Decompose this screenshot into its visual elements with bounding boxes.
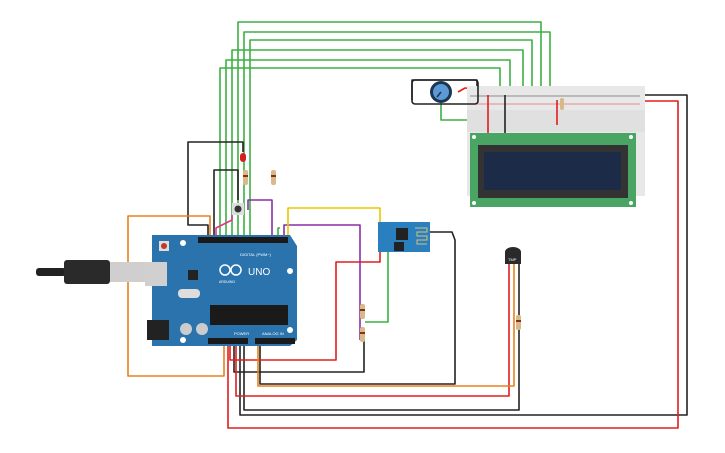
- wire-red[interactable]: [229, 247, 381, 361]
- resistor[interactable]: [243, 170, 248, 185]
- lcd-16x2-display[interactable]: [470, 133, 636, 207]
- resistor[interactable]: [360, 327, 365, 342]
- power-header: [208, 338, 248, 344]
- lcd-screen: [484, 152, 621, 190]
- wire-pink[interactable]: [215, 215, 233, 240]
- wire-red[interactable]: [235, 262, 510, 397]
- resistor[interactable]: [360, 304, 365, 319]
- led-red[interactable]: [240, 153, 246, 162]
- wire-green[interactable]: [231, 49, 524, 240]
- arduino-brand: ARDUINO: [219, 280, 235, 284]
- digital-label: DIGITAL (PWM~): [240, 252, 272, 257]
- resistor[interactable]: [271, 170, 276, 185]
- analog-label: ANALOG IN: [262, 331, 284, 336]
- wire-orange[interactable]: [257, 262, 515, 387]
- digital-header: [198, 237, 288, 243]
- uno-label: UNO: [248, 267, 270, 278]
- wire-green[interactable]: [237, 21, 542, 240]
- wire-green[interactable]: [249, 39, 533, 240]
- pushbutton[interactable]: [232, 203, 244, 215]
- potentiometer[interactable]: [411, 79, 479, 105]
- resistor[interactable]: [516, 315, 521, 330]
- resistor[interactable]: [560, 98, 564, 110]
- wire-green[interactable]: [243, 31, 551, 240]
- wire-red[interactable]: [227, 100, 679, 429]
- wire-yellow[interactable]: [287, 207, 381, 240]
- atmega-chip: [210, 305, 288, 325]
- analog-header: [255, 338, 295, 344]
- wire-black[interactable]: [187, 141, 244, 240]
- wire-black[interactable]: [259, 231, 456, 385]
- arduino-logo-icon: [219, 264, 242, 276]
- power-label: POWER: [234, 331, 249, 336]
- wire-black[interactable]: [239, 94, 688, 416]
- temperature-sensor[interactable]: TMP: [505, 247, 521, 264]
- sensor-label: TMP: [508, 257, 517, 262]
- esp8266-wifi-module[interactable]: [378, 222, 430, 252]
- usb-cable[interactable]: [36, 260, 152, 284]
- wire-black[interactable]: [233, 340, 365, 373]
- wire-black[interactable]: [213, 169, 239, 240]
- wire-green[interactable]: [219, 67, 501, 240]
- wire-purple[interactable]: [283, 224, 361, 340]
- arduino-uno-board[interactable]: DIGITAL (PWM~) UNO ARDUINO POWER ANALOG …: [145, 235, 297, 346]
- wire-black[interactable]: [243, 262, 520, 411]
- wire-purple[interactable]: [247, 199, 273, 240]
